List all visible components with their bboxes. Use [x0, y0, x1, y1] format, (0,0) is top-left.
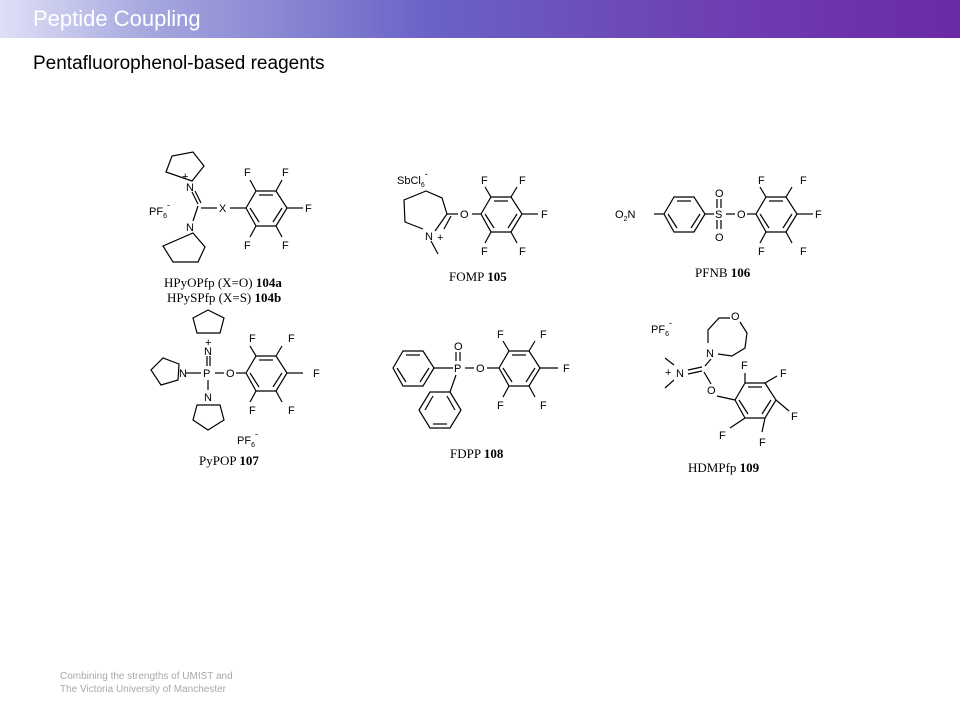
- slide-subtitle: Pentafluorophenol-based reagents: [33, 53, 325, 74]
- atom-f: F: [481, 175, 488, 187]
- footer-line-1: Combining the strengths of UMIST and: [60, 671, 233, 682]
- atom-f: F: [313, 368, 320, 380]
- charge-plus: +: [437, 232, 443, 244]
- atom-f: F: [481, 246, 488, 258]
- atom-f: F: [719, 430, 726, 442]
- counterion-pf6: PF6-: [237, 429, 258, 449]
- atom-p: P: [454, 363, 461, 375]
- atom-f: F: [288, 405, 295, 417]
- compound-caption-109: HDMPfp 109: [688, 460, 760, 475]
- compound-caption-104b: HPySPfp (X=S) 104b: [167, 290, 281, 305]
- atom-f: F: [759, 437, 766, 449]
- atom-f: F: [540, 400, 547, 412]
- atom-n: N: [186, 222, 194, 234]
- atom-f: F: [249, 405, 256, 417]
- atom-n: N: [179, 368, 187, 380]
- atom-o: O: [737, 209, 746, 221]
- atom-s: S: [715, 209, 722, 221]
- structure-107: N + N P N O F F F F F PF6- PyPOP 107: [150, 309, 320, 468]
- atom-f: F: [497, 329, 504, 341]
- atom-n: N: [186, 182, 194, 194]
- atom-f: F: [758, 175, 765, 187]
- atom-f: F: [288, 333, 295, 345]
- title-bar: Peptide Coupling: [0, 0, 960, 38]
- atom-n: N: [425, 231, 433, 243]
- structure-108: O P O F F F F F FDPP 108: [392, 329, 570, 461]
- atom-x: X: [219, 203, 227, 215]
- atom-n: N: [204, 392, 212, 404]
- atom-f: F: [282, 167, 289, 179]
- structure-105: N + O F F F F F SbCl6- FOMP 105: [397, 169, 548, 284]
- counterion-pf6: PF6-: [149, 200, 170, 220]
- atom-f: F: [563, 363, 570, 375]
- atom-o: O: [226, 368, 235, 380]
- structure-104: N + N X F F F F F PF6- HPyOPfp (X=O) 104…: [149, 151, 312, 305]
- atom-f: F: [519, 175, 526, 187]
- atom-f: F: [815, 209, 822, 221]
- atom-n: N: [676, 368, 684, 380]
- page-title: Peptide Coupling: [33, 6, 201, 31]
- structure-109: O N N + O F F F F F PF6- HDMPfp 109: [651, 311, 798, 475]
- compound-caption-104a: HPyOPfp (X=O) 104a: [164, 275, 282, 290]
- group-o2n: O2N: [615, 209, 635, 223]
- atom-f: F: [800, 246, 807, 258]
- atom-o: O: [476, 363, 485, 375]
- atom-f: F: [780, 368, 787, 380]
- compound-caption-107: PyPOP 107: [199, 453, 259, 468]
- atom-f: F: [791, 411, 798, 423]
- atom-n: N: [204, 346, 212, 358]
- compound-caption-108: FDPP 108: [450, 446, 504, 461]
- atom-f: F: [244, 167, 251, 179]
- footer-text: Combining the strengths of UMIST and The…: [60, 670, 320, 696]
- atom-f: F: [800, 175, 807, 187]
- charge-plus: +: [665, 367, 671, 379]
- atom-f: F: [249, 333, 256, 345]
- structure-106: O2N S O O O F F F F F PFNB 106: [615, 175, 822, 280]
- atom-o: O: [454, 341, 463, 353]
- atom-f: F: [541, 209, 548, 221]
- atom-o: O: [460, 209, 469, 221]
- atom-f: F: [244, 240, 251, 252]
- compound-caption-105: FOMP 105: [449, 269, 507, 284]
- atom-f: F: [741, 360, 748, 372]
- atom-n: N: [706, 348, 714, 360]
- charge-plus: +: [182, 171, 188, 183]
- compound-caption-106: PFNB 106: [695, 265, 751, 280]
- atom-o: O: [731, 311, 740, 323]
- atom-f: F: [519, 246, 526, 258]
- atom-f: F: [540, 329, 547, 341]
- charge-plus: +: [205, 337, 211, 349]
- atom-f: F: [282, 240, 289, 252]
- atom-o: O: [715, 188, 724, 200]
- atom-f: F: [305, 203, 312, 215]
- atom-o: O: [707, 385, 716, 397]
- atom-p: P: [203, 368, 210, 380]
- atom-o: O: [715, 232, 724, 244]
- atom-f: F: [497, 400, 504, 412]
- counterion-sbcl6: SbCl6-: [397, 169, 428, 189]
- atom-f: F: [758, 246, 765, 258]
- footer-line-2: The Victoria University of Manchester: [60, 684, 226, 695]
- counterion-pf6: PF6-: [651, 318, 672, 338]
